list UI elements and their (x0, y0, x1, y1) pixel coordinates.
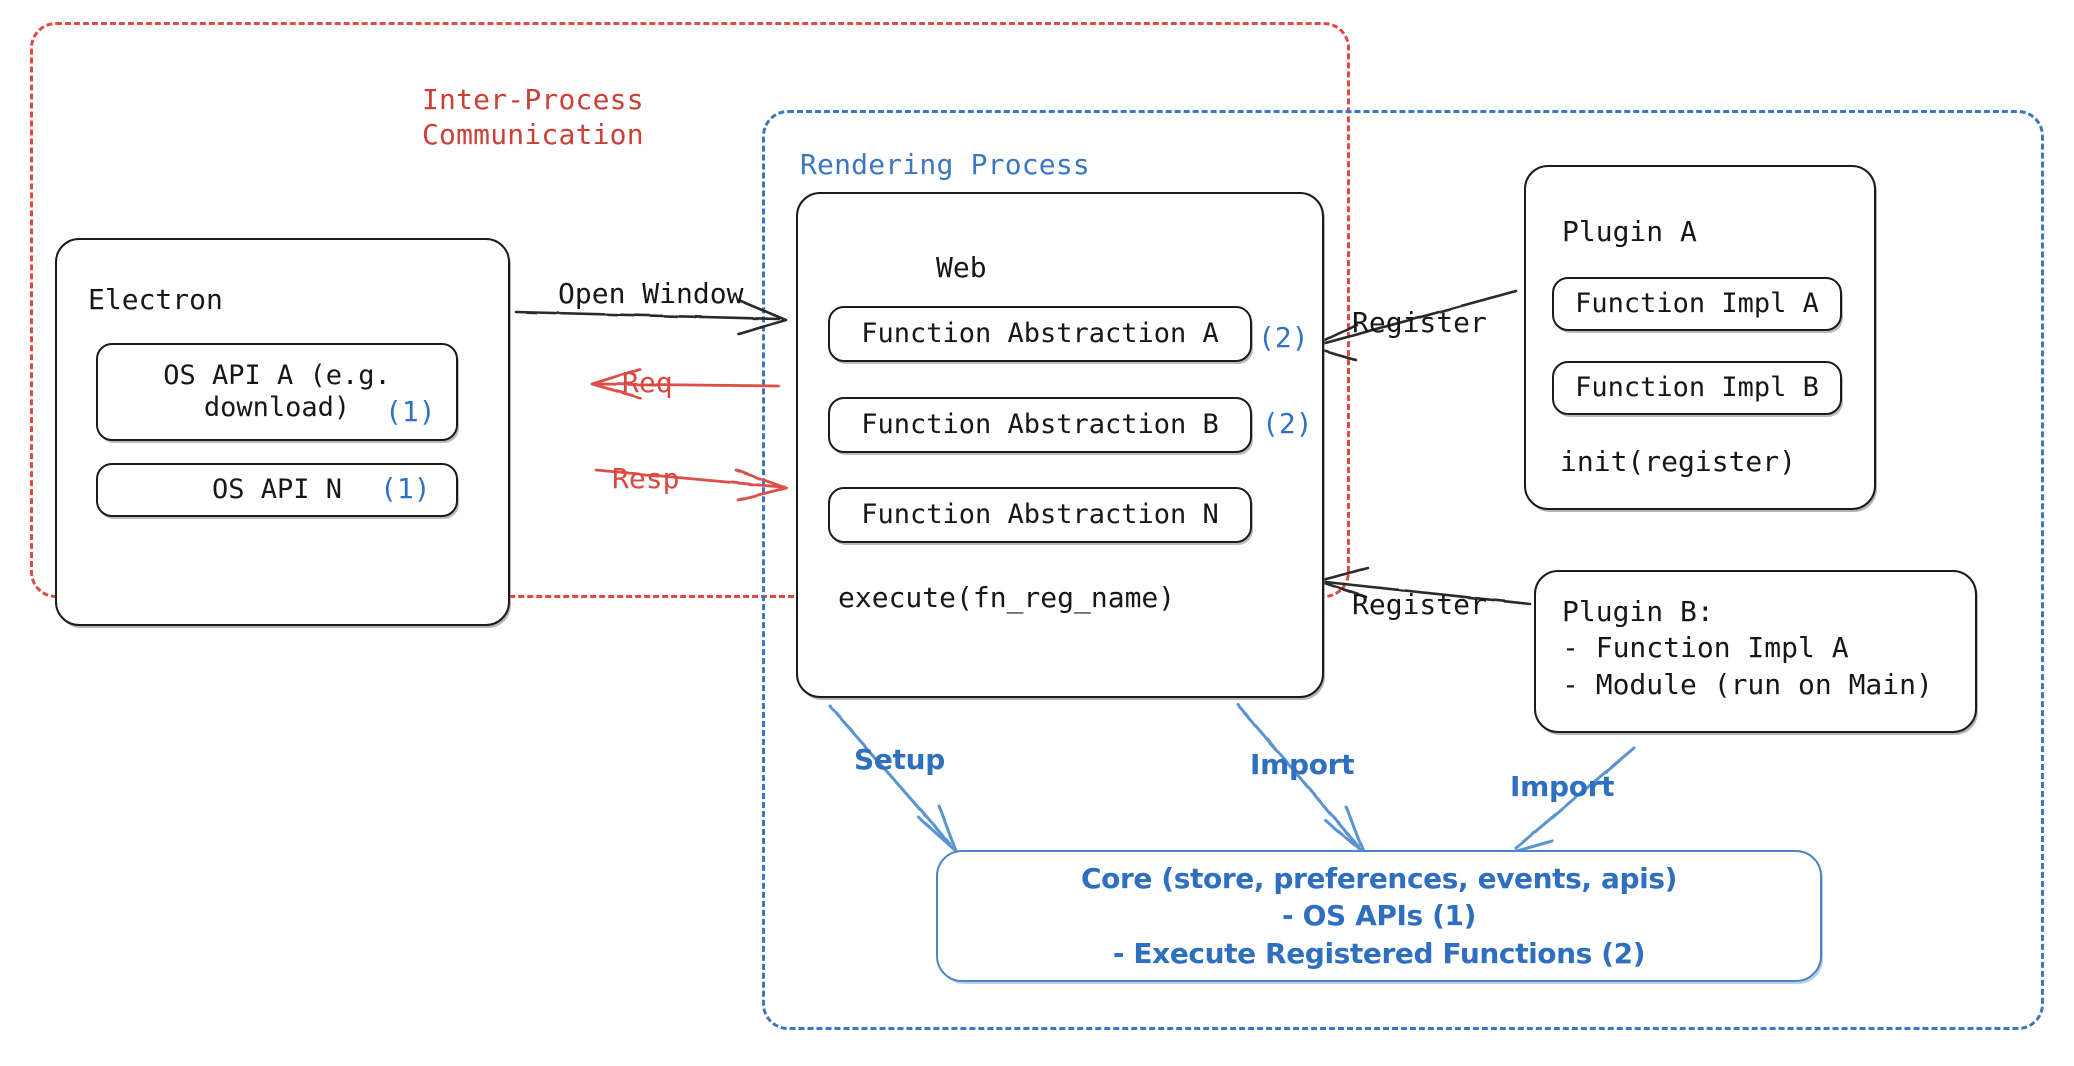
function-abstraction-a-box[interactable]: Function Abstraction A (828, 306, 1252, 362)
electron-title: Electron (88, 283, 223, 316)
edge-label-req: Req (622, 366, 673, 399)
core-line-2: - OS APIs (1) (1282, 899, 1476, 933)
function-abstraction-n-box[interactable]: Function Abstraction N (828, 487, 1252, 543)
os-api-n-box[interactable]: OS API N (96, 463, 458, 517)
plugin-a-node (1524, 165, 1876, 510)
core-line-3: - Execute Registered Functions (2) (1112, 936, 1646, 970)
plugin-a-title: Plugin A (1562, 215, 1697, 248)
core-node: Core (store, preferences, events, apis) … (936, 850, 1822, 982)
plugin-b-text: Plugin B: - Function Impl A - Module (ru… (1562, 595, 1933, 701)
ipc-boundary-label: Inter-Process Communication (422, 83, 644, 152)
plugin-a-impl-b-box[interactable]: Function Impl B (1552, 361, 1842, 415)
edge-label-setup: Setup (854, 743, 946, 776)
core-line-1: Core (store, preferences, events, apis) (1081, 861, 1677, 895)
rendering-process-label: Rendering Process (800, 148, 1090, 181)
os-api-a-marker: (1) (385, 395, 436, 428)
edge-label-open-window: Open Window (558, 277, 744, 310)
function-abstraction-a-marker: (2) (1258, 321, 1309, 354)
os-api-a-box[interactable]: OS API A (e.g. download) (96, 343, 458, 441)
plugin-b-node (1534, 570, 1977, 733)
rendering-process-boundary (762, 110, 2044, 1030)
edge-label-register-b: Register (1352, 588, 1487, 621)
web-execute-text: execute(fn_reg_name) (838, 581, 1176, 614)
edge-label-import-web: Import (1250, 748, 1355, 781)
function-abstraction-b-box[interactable]: Function Abstraction B (828, 397, 1252, 453)
plugin-a-impl-a-box[interactable]: Function Impl A (1552, 277, 1842, 331)
web-title: Web (936, 251, 987, 284)
plugin-a-init-text: init(register) (1560, 445, 1797, 478)
edge-label-resp: Resp (612, 462, 680, 495)
os-api-n-marker: (1) (380, 472, 431, 505)
function-abstraction-b-marker: (2) (1262, 407, 1313, 440)
edge-label-register-a: Register (1352, 306, 1487, 339)
edge-label-import-plugin: Import (1510, 770, 1615, 803)
